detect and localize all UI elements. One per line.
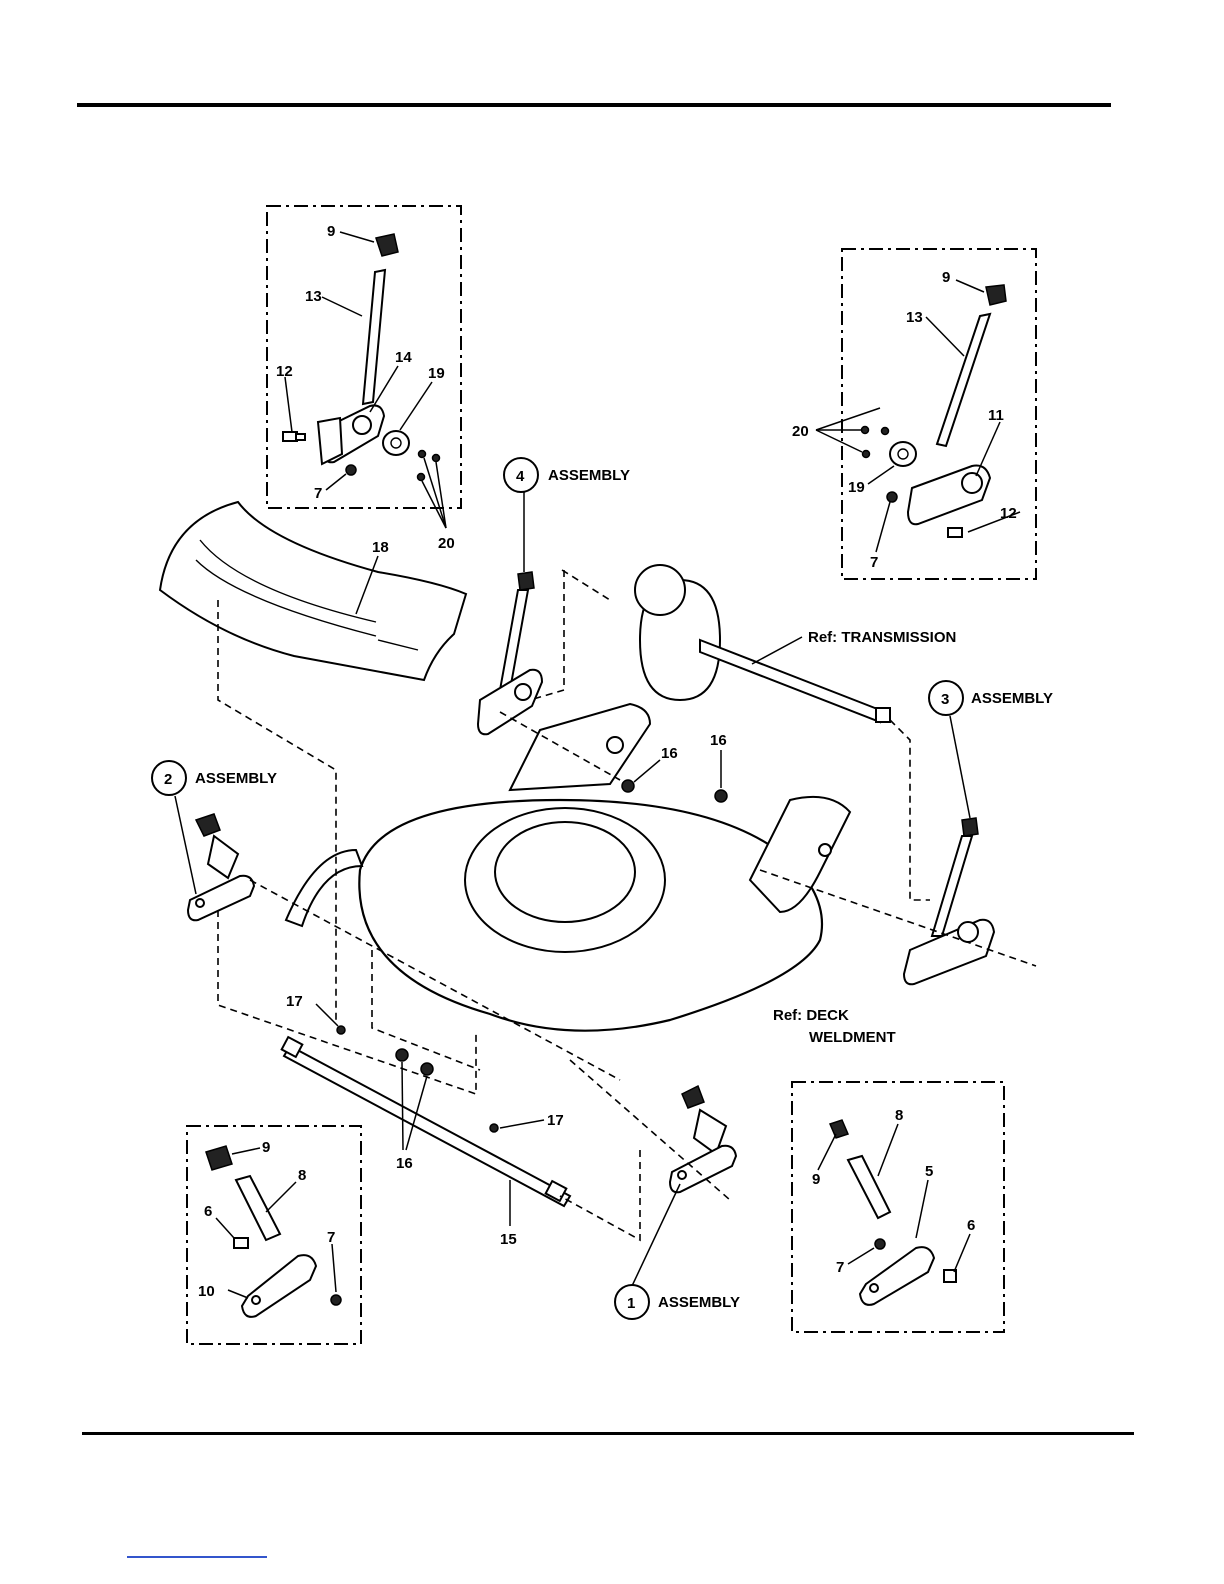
callout-20: 20 [792,423,809,440]
callout-7: 7 [870,554,878,571]
ref-deck-label-line1: Ref: DECK [773,1007,849,1024]
assembly-3-callout: 3 ASSEMBLY [929,681,1053,715]
callout-13: 13 [305,288,322,305]
ref-transmission-label: Ref: TRANSMISSION [808,629,956,646]
lever-knob [986,285,1006,305]
assembly-4-lever [478,572,542,734]
top-right-parts [862,285,1007,537]
bottom-left-parts [206,1146,341,1317]
callout-12: 12 [1000,505,1017,522]
detail-box-top-right [842,249,1036,579]
callout-19: 19 [848,479,865,496]
callout-8: 8 [298,1167,306,1184]
callout-6: 6 [967,1217,975,1234]
callout-16: 16 [396,1155,413,1172]
svg-text:2: 2 [164,771,172,788]
lever-rod [937,314,990,446]
svg-text:ASSEMBLY: ASSEMBLY [195,770,277,787]
assembly-4-callout: 4 ASSEMBLY [504,458,630,492]
svg-text:3: 3 [941,691,949,708]
bottom-right-parts [830,1120,956,1305]
callout-12: 12 [276,363,293,380]
callout-16: 16 [710,732,727,749]
lever-knob [376,234,398,256]
svg-text:ASSEMBLY: ASSEMBLY [658,1294,740,1311]
callout-6: 6 [204,1203,212,1220]
rear-cover [160,502,466,680]
washer [890,442,916,466]
svg-text:1: 1 [627,1295,635,1312]
callout-9: 9 [262,1139,270,1156]
assembly-1-lever [670,1086,736,1192]
assembly-2-lever [188,814,254,920]
callout-14: 14 [395,349,412,366]
callout-15: 15 [500,1231,517,1248]
callout-20: 20 [438,535,455,552]
callout-11: 11 [988,407,1004,424]
callout-17: 17 [286,993,303,1010]
callout-7: 7 [327,1229,335,1246]
callout-7: 7 [836,1259,844,1276]
top-left-parts [283,234,440,481]
detail-box-top-left [267,206,461,508]
callout-9: 9 [942,269,950,286]
callout-10: 10 [198,1283,215,1300]
ref-deck-label-line2: WELDMENT [809,1029,896,1046]
callout-8: 8 [895,1107,903,1124]
assembly-1-callout: 1 ASSEMBLY [615,1285,740,1319]
callout-19: 19 [428,365,445,382]
callout-7: 7 [314,485,322,502]
washer [383,431,409,455]
svg-text:4: 4 [516,468,525,485]
callout-13: 13 [906,309,923,326]
callout-9: 9 [812,1171,820,1188]
callout-5: 5 [925,1163,933,1180]
svg-text:ASSEMBLY: ASSEMBLY [971,690,1053,707]
callout-16: 16 [661,745,678,762]
callout-18: 18 [372,539,389,556]
assembly-3-lever [904,818,994,984]
callout-17: 17 [547,1112,564,1129]
assembly-2-callout: 2 ASSEMBLY [152,761,277,795]
callout-9: 9 [327,223,335,240]
svg-text:ASSEMBLY: ASSEMBLY [548,467,630,484]
deck-weldment [286,704,850,1031]
lever-rod [363,270,385,404]
